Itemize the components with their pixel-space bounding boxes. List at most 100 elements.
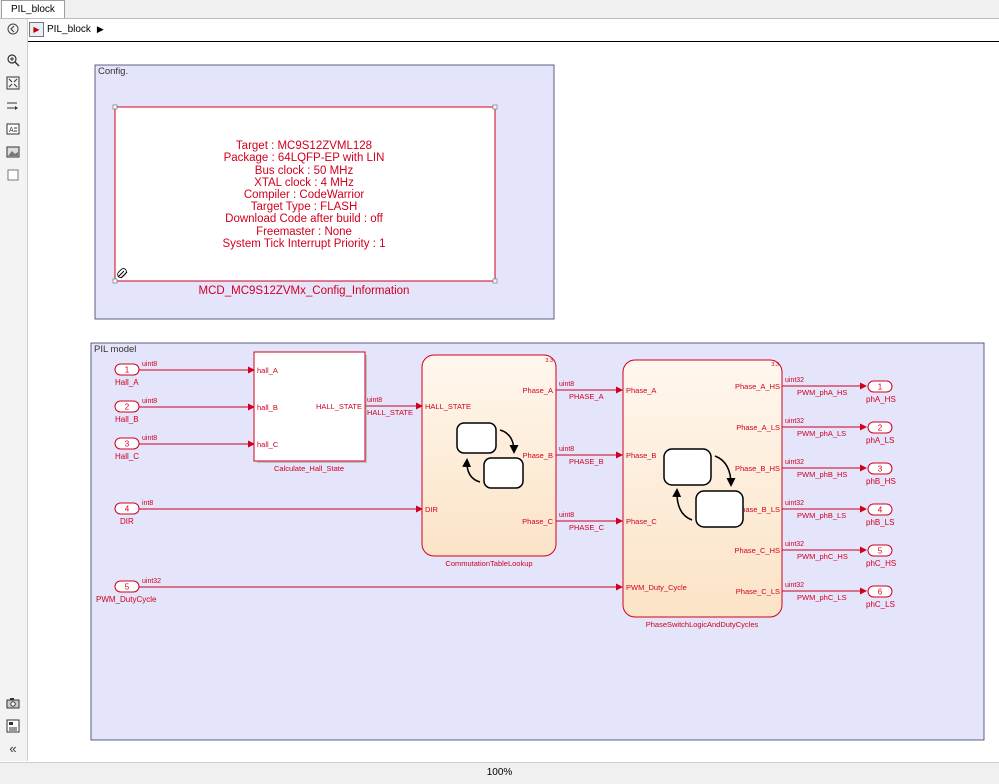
outport-number: 4 bbox=[878, 506, 883, 515]
collapse-toolbar-icon[interactable]: « bbox=[9, 740, 17, 756]
screenshot-icon[interactable] bbox=[5, 695, 21, 711]
zoom-level[interactable]: 100% bbox=[486, 767, 513, 778]
outport-label: phB_HS bbox=[866, 477, 896, 486]
hide-browser-icon[interactable] bbox=[5, 21, 21, 37]
signal-type: uint32 bbox=[785, 377, 804, 384]
signal-name: PWM_phA_HS bbox=[797, 388, 847, 397]
annotation-icon[interactable]: A bbox=[5, 121, 21, 137]
stateflow-chart-icon bbox=[456, 422, 524, 489]
port-label: Phase_C bbox=[522, 517, 553, 526]
port-label: hall_C bbox=[257, 440, 279, 449]
signal-name: PWM_phA_LS bbox=[797, 429, 846, 438]
port-label: Phase_B bbox=[523, 451, 553, 460]
commutation-table-lookup-chart[interactable]: 3.3 HALL_STATE DIR Phase_A Phase_B Phase… bbox=[421, 354, 557, 568]
inport-label: PWM_DutyCycle bbox=[96, 595, 157, 604]
port-label: Phase_C_LS bbox=[736, 587, 780, 596]
config-line: Freemaster : None bbox=[256, 226, 352, 238]
config-line: Target : MC9S12ZVML128 bbox=[236, 140, 372, 152]
outport-1[interactable]: 1 phA_HS bbox=[866, 380, 896, 404]
signal-name: PWM_phB_LS bbox=[797, 511, 846, 520]
port-label: Phase_A bbox=[523, 386, 553, 395]
resize-handle[interactable] bbox=[112, 278, 118, 284]
port-label: HALL_STATE bbox=[425, 402, 471, 411]
comm-output-labels: uint8 PHASE_A uint8 PHASE_B uint8 PHASE_… bbox=[559, 381, 605, 532]
signal-type: uint8 bbox=[142, 361, 157, 368]
chart-badge: 3.3 bbox=[771, 362, 779, 368]
svg-text:A: A bbox=[9, 127, 14, 134]
phase-switch-logic-chart[interactable]: 3.3 Phase_A Phase_B Phase_C PWM_Duty_Cyc… bbox=[622, 359, 783, 629]
property-inspector-icon[interactable] bbox=[5, 718, 21, 734]
port-label: Phase_C bbox=[626, 517, 657, 526]
inport-label: Hall_A bbox=[115, 378, 139, 387]
config-area-title: Config. bbox=[98, 66, 128, 77]
outport-2[interactable]: 2 phA_LS bbox=[866, 421, 894, 445]
model-canvas[interactable]: Config. Target : MC9S12ZVML128 Package :… bbox=[28, 42, 999, 761]
signal-routing-icon[interactable] bbox=[5, 98, 21, 114]
config-info-block[interactable] bbox=[114, 106, 496, 282]
signal-type: uint32 bbox=[785, 582, 804, 589]
area-icon[interactable] bbox=[5, 167, 21, 183]
fit-to-view-icon[interactable] bbox=[5, 75, 21, 91]
model-icon: ▶ bbox=[29, 22, 44, 37]
outport-number: 5 bbox=[878, 547, 883, 556]
port-label: Phase_B_LS bbox=[736, 505, 780, 514]
signal-type-labels: uint8 uint8 uint8 int8 uint32 bbox=[142, 361, 161, 585]
outport-number: 6 bbox=[878, 588, 883, 597]
signal-name: PWM_phC_LS bbox=[797, 593, 847, 602]
signal-type: uint8 bbox=[142, 435, 157, 442]
signal-type: uint8 bbox=[559, 446, 574, 453]
port-label: Phase_B_HS bbox=[735, 464, 780, 473]
status-bar: 100% bbox=[0, 762, 999, 784]
tab-pil-block[interactable]: PIL_block bbox=[1, 0, 65, 18]
breadcrumb-model[interactable]: PIL_block bbox=[47, 24, 91, 35]
inport-number: 2 bbox=[125, 403, 130, 412]
inport-1[interactable]: 1 Hall_A bbox=[114, 363, 140, 387]
diagram-svg: Config. Target : MC9S12ZVML128 Package :… bbox=[90, 64, 985, 741]
image-icon[interactable] bbox=[5, 144, 21, 160]
port-label: DIR bbox=[425, 505, 439, 514]
port-label: Phase_A_HS bbox=[735, 382, 780, 391]
signal-type: uint32 bbox=[785, 541, 804, 548]
signal-name: PWM_phB_HS bbox=[797, 470, 847, 479]
calculate-hall-state-block[interactable]: hall_A hall_B hall_C HALL_STATE Calculat… bbox=[253, 351, 367, 473]
outport-4[interactable]: 4 phB_LS bbox=[866, 503, 894, 527]
outport-label: phB_LS bbox=[866, 518, 894, 527]
outport-number: 2 bbox=[878, 424, 883, 433]
port-label: hall_A bbox=[257, 366, 278, 375]
block-name: Calculate_Hall_State bbox=[274, 464, 344, 473]
address-bar bbox=[0, 19, 999, 42]
port-label: Phase_B bbox=[626, 451, 656, 460]
resize-handle[interactable] bbox=[492, 278, 498, 284]
outport-6[interactable]: 6 phC_LS bbox=[866, 585, 895, 609]
inport-label: DIR bbox=[120, 517, 134, 526]
resize-handle[interactable] bbox=[492, 104, 498, 110]
inport-number: 5 bbox=[125, 583, 130, 592]
outport-label: phA_LS bbox=[866, 436, 894, 445]
resize-handle[interactable] bbox=[112, 104, 118, 110]
breadcrumb-arrow-icon[interactable]: ▶ bbox=[96, 24, 104, 34]
outport-5[interactable]: 5 phC_HS bbox=[866, 544, 896, 568]
signal-name: PHASE_C bbox=[569, 523, 605, 532]
inport-number: 3 bbox=[125, 440, 130, 449]
outport-label: phC_HS bbox=[866, 559, 896, 568]
outport-3[interactable]: 3 phB_HS bbox=[866, 462, 896, 486]
config-line: Package : 64LQFP-EP with LIN bbox=[224, 152, 385, 164]
signal-type: uint8 bbox=[559, 381, 574, 388]
outport-label: phC_LS bbox=[866, 600, 895, 609]
signal-lines[interactable] bbox=[139, 366, 867, 595]
signal-name: HALL_STATE bbox=[367, 408, 413, 417]
zoom-icon[interactable] bbox=[5, 52, 21, 68]
inport-number: 1 bbox=[125, 366, 130, 375]
config-line: System Tick Interrupt Priority : 1 bbox=[223, 238, 386, 250]
signal-name: PHASE_A bbox=[569, 392, 604, 401]
chart-badge: 3.3 bbox=[545, 358, 553, 364]
outport-number: 1 bbox=[878, 383, 883, 392]
phase-output-labels: uint32 PWM_phA_HS uint32 PWM_phA_LS uint… bbox=[785, 377, 848, 602]
signal-type: uint32 bbox=[785, 418, 804, 425]
signal-name: PWM_phC_HS bbox=[797, 552, 848, 561]
inport-number: 4 bbox=[125, 505, 130, 514]
config-line: Download Code after build : off bbox=[225, 213, 383, 225]
port-label: Phase_A_LS bbox=[736, 423, 780, 432]
port-label: hall_B bbox=[257, 403, 278, 412]
port-label: Phase_A bbox=[626, 386, 656, 395]
